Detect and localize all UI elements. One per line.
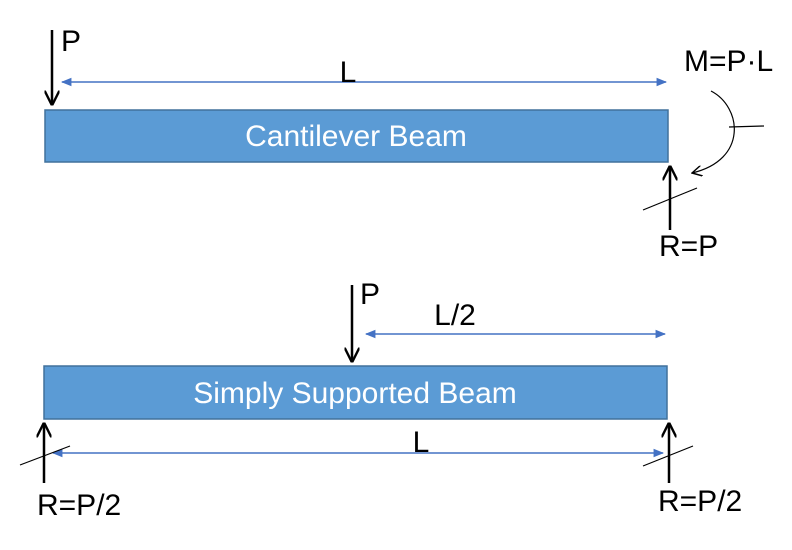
simply-supported-beam-label: Simply Supported Beam <box>193 377 517 410</box>
cantilever-reaction-slash <box>642 187 698 211</box>
simply-supported-right-reaction-slash <box>642 445 694 467</box>
cantilever-beam <box>44 109 669 163</box>
cantilever-moment-arrow <box>692 90 735 173</box>
simply-supported-left-reaction-slash <box>19 445 71 466</box>
simply-supported-half-length-label: L/2 <box>434 299 476 332</box>
cantilever-moment-tick <box>728 125 765 128</box>
simply-supported-load-label: P <box>360 278 380 311</box>
simply-supported-right-reaction-label: R=P/2 <box>658 485 742 518</box>
simply-supported-diagram: Simply Supported Beam P L/2 L R=P/2 R=P/… <box>19 278 742 522</box>
cantilever-length-label: L <box>340 56 357 89</box>
cantilever-diagram: Cantilever Beam P L M=P·L R=P <box>44 25 773 263</box>
simply-supported-length-label: L <box>413 426 430 459</box>
cantilever-moment-label: M=P·L <box>684 45 773 78</box>
cantilever-reaction-label: R=P <box>659 230 718 263</box>
simply-supported-left-reaction-label: R=P/2 <box>37 489 121 522</box>
simply-supported-beam <box>43 365 668 420</box>
cantilever-beam-label: Cantilever Beam <box>245 120 467 153</box>
cantilever-load-label: P <box>61 25 81 58</box>
